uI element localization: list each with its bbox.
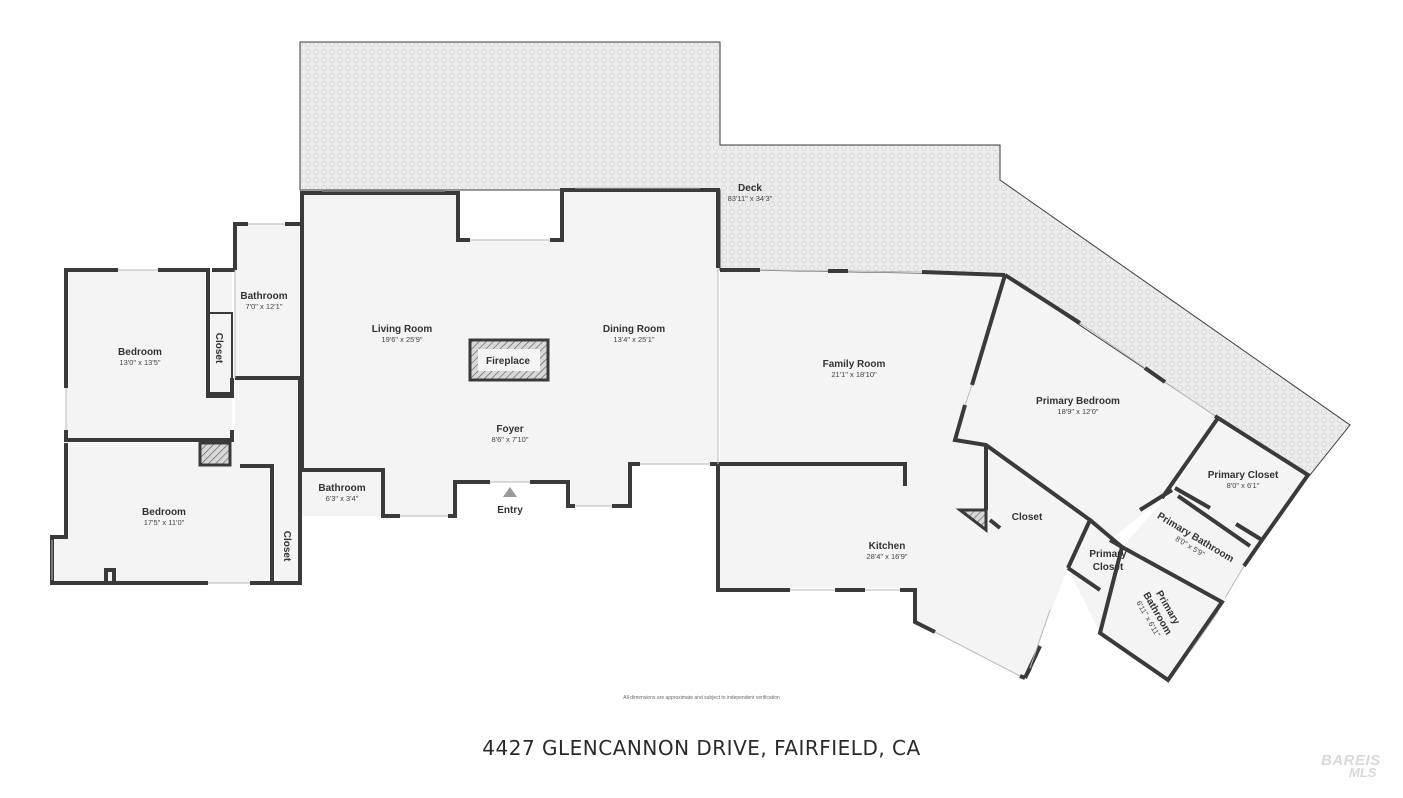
foyer-label: Foyer	[496, 424, 523, 435]
foyer-dim: 8'6" x 7'10"	[492, 435, 529, 444]
entry-arrow-icon	[503, 487, 517, 497]
deck-dim: 83'11" x 34'3"	[728, 194, 773, 203]
family-room-dim: 21'1" x 18'10"	[831, 370, 877, 379]
dining-room-label: Dining Room	[603, 324, 665, 335]
upper-bath-dim: 7'0" x 12'1"	[246, 302, 283, 311]
property-address: 4427 GLENCANNON DRIVE, FAIRFIELD, CA	[482, 736, 921, 760]
primary-closet-b-line1: Primary	[1089, 549, 1127, 560]
primary-closet-b-line2: Closet	[1093, 562, 1124, 573]
mls-logo: BAREIS MLS	[1321, 752, 1393, 786]
closet1-outline	[207, 312, 233, 394]
logo-line2: MLS	[1349, 765, 1377, 780]
bedroom2-dim: 17'5" x 11'0"	[144, 518, 185, 527]
primary-closet-a-dim: 8'0" x 6'1"	[1227, 481, 1260, 490]
closet2-label: Closet	[281, 531, 292, 562]
primary-bedroom-label: Primary Bedroom	[1036, 396, 1120, 407]
bedroom1-label: Bedroom	[118, 347, 162, 358]
bedroom2-label: Bedroom	[142, 507, 186, 518]
family-room-label: Family Room	[823, 359, 886, 370]
kitchen-dim: 28'4" x 16'9"	[866, 552, 907, 561]
fireplace-label: Fireplace	[486, 356, 530, 367]
living-room-dim: 19'6" x 25'9"	[381, 335, 422, 344]
kitchen-label: Kitchen	[869, 541, 906, 552]
closet1-label: Closet	[213, 333, 224, 364]
closet3-label: Closet	[1012, 512, 1043, 523]
entry-label: Entry	[497, 505, 523, 516]
windows	[51, 187, 1245, 677]
primary-closet-a-label: Primary Closet	[1208, 470, 1279, 481]
walls	[50, 188, 1311, 683]
bedroom1-dim: 13'0" x 13'5"	[119, 358, 160, 367]
deck-label: Deck	[738, 183, 762, 194]
half-bath-label: Bathroom	[318, 483, 365, 494]
logo-line1: BAREIS	[1321, 752, 1381, 769]
primary-bedroom-dim: 18'9" x 12'0"	[1057, 407, 1098, 416]
disclaimer-text: All dimensions are approximate and subje…	[623, 695, 780, 701]
living-room-label: Living Room	[372, 324, 433, 335]
dining-room-dim: 13'4" x 25'1"	[613, 335, 654, 344]
half-bath-dim: 6'3" x 3'4"	[326, 494, 359, 503]
upper-bath-label: Bathroom	[240, 291, 287, 302]
